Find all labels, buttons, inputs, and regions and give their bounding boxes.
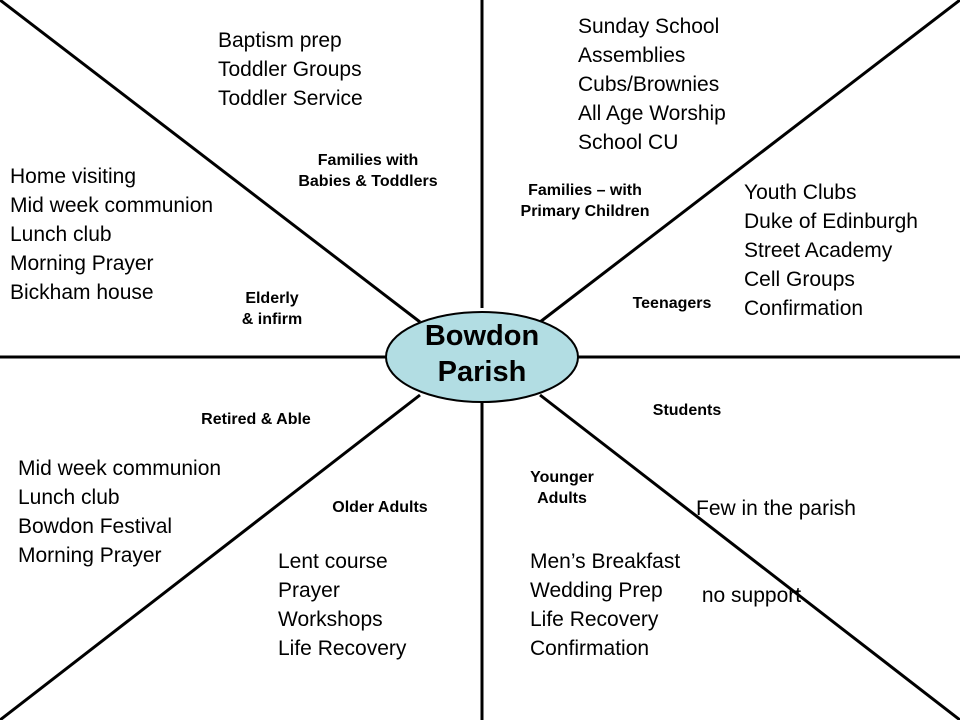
list-item: Morning Prayer bbox=[18, 544, 162, 567]
label-line: Babies & Toddlers bbox=[298, 173, 438, 190]
label-line: Students bbox=[652, 402, 722, 419]
list-retired-able: Mid week communion Lunch club Bowdon Fes… bbox=[18, 454, 221, 570]
list-item: Few in the parish bbox=[696, 497, 856, 520]
spoke-top-left bbox=[0, 0, 421, 324]
list-younger-adults: Men’s Breakfast Wedding Prep Life Recove… bbox=[530, 547, 680, 663]
list-item: Prayer bbox=[278, 579, 340, 602]
list-elderly-infirm: Home visiting Mid week communion Lunch c… bbox=[10, 162, 213, 307]
list-item: Cubs/Brownies bbox=[578, 73, 720, 96]
label-line: & infirm bbox=[241, 311, 303, 328]
list-item: Life Recovery bbox=[278, 637, 407, 660]
list-item: Confirmation bbox=[530, 637, 650, 660]
list-item: Lunch club bbox=[10, 223, 112, 246]
list-item: School CU bbox=[578, 131, 679, 154]
spoke-top-right bbox=[539, 0, 960, 324]
label-students: Students bbox=[634, 400, 740, 421]
list-item: Men’s Breakfast bbox=[530, 550, 681, 573]
list-item: Workshops bbox=[278, 608, 383, 631]
label-older-adults: Older Adults bbox=[310, 497, 450, 518]
list-item: Home visiting bbox=[10, 165, 137, 188]
list-item: Morning Prayer bbox=[10, 252, 154, 275]
label-line: Younger bbox=[530, 469, 594, 486]
list-item: Youth Clubs bbox=[744, 181, 857, 204]
label-retired-able: Retired & Able bbox=[176, 409, 336, 430]
label-primary-children: Families – with Primary Children bbox=[496, 180, 674, 222]
list-item: Toddler Service bbox=[218, 87, 363, 110]
list-item: Assemblies bbox=[578, 44, 686, 67]
list-item: Sunday School bbox=[578, 15, 720, 38]
hub-ellipse bbox=[385, 311, 579, 403]
label-line: Adults bbox=[537, 490, 587, 507]
spoke-bottom-left bbox=[0, 393, 421, 720]
list-item: All Age Worship bbox=[578, 102, 726, 125]
list-item: Street Academy bbox=[744, 239, 893, 262]
list-item: Bowdon Festival bbox=[18, 515, 173, 538]
list-older-adults: Lent course Prayer Workshops Life Recove… bbox=[278, 547, 406, 663]
list-teenagers: Youth Clubs Duke of Edinburgh Street Aca… bbox=[744, 178, 918, 323]
list-item: Cell Groups bbox=[744, 268, 855, 291]
spoke-bottom-right bbox=[539, 393, 960, 720]
list-item: Mid week communion bbox=[18, 457, 222, 480]
list-item: Lent course bbox=[278, 550, 388, 573]
label-line: Primary Children bbox=[520, 203, 650, 220]
list-primary-children: Sunday School Assemblies Cubs/Brownies A… bbox=[578, 12, 726, 157]
list-babies-toddlers: Baptism prep Toddler Groups Toddler Serv… bbox=[218, 26, 363, 113]
label-younger-adults: Younger Adults bbox=[510, 467, 614, 509]
label-line: Elderly bbox=[245, 290, 299, 307]
list-item: Duke of Edinburgh bbox=[744, 210, 918, 233]
list-item: Lunch club bbox=[18, 486, 120, 509]
label-line: Families – with bbox=[528, 182, 642, 199]
label-teenagers: Teenagers bbox=[614, 293, 730, 314]
list-item: Bickham house bbox=[10, 281, 154, 304]
list-item: no support bbox=[696, 584, 802, 607]
list-item: Confirmation bbox=[744, 297, 864, 320]
label-line: Teenagers bbox=[632, 295, 712, 312]
label-elderly-infirm: Elderly & infirm bbox=[222, 288, 322, 330]
label-line: Older Adults bbox=[332, 499, 428, 516]
label-babies-toddlers: Families with Babies & Toddlers bbox=[278, 150, 458, 192]
list-item: Toddler Groups bbox=[218, 58, 362, 81]
list-item: Baptism prep bbox=[218, 29, 342, 52]
list-item: Life Recovery bbox=[530, 608, 659, 631]
hub-title-line1: Bowdon bbox=[424, 320, 540, 352]
label-line: Families with bbox=[317, 152, 419, 169]
label-line: Retired & Able bbox=[201, 411, 311, 428]
list-students: Few in the parish no support bbox=[696, 436, 856, 639]
list-item: Wedding Prep bbox=[530, 579, 663, 602]
hub-title-line2: Parish bbox=[437, 356, 527, 388]
hub-title: Bowdon Parish bbox=[388, 318, 576, 390]
list-item: Mid week communion bbox=[10, 194, 214, 217]
